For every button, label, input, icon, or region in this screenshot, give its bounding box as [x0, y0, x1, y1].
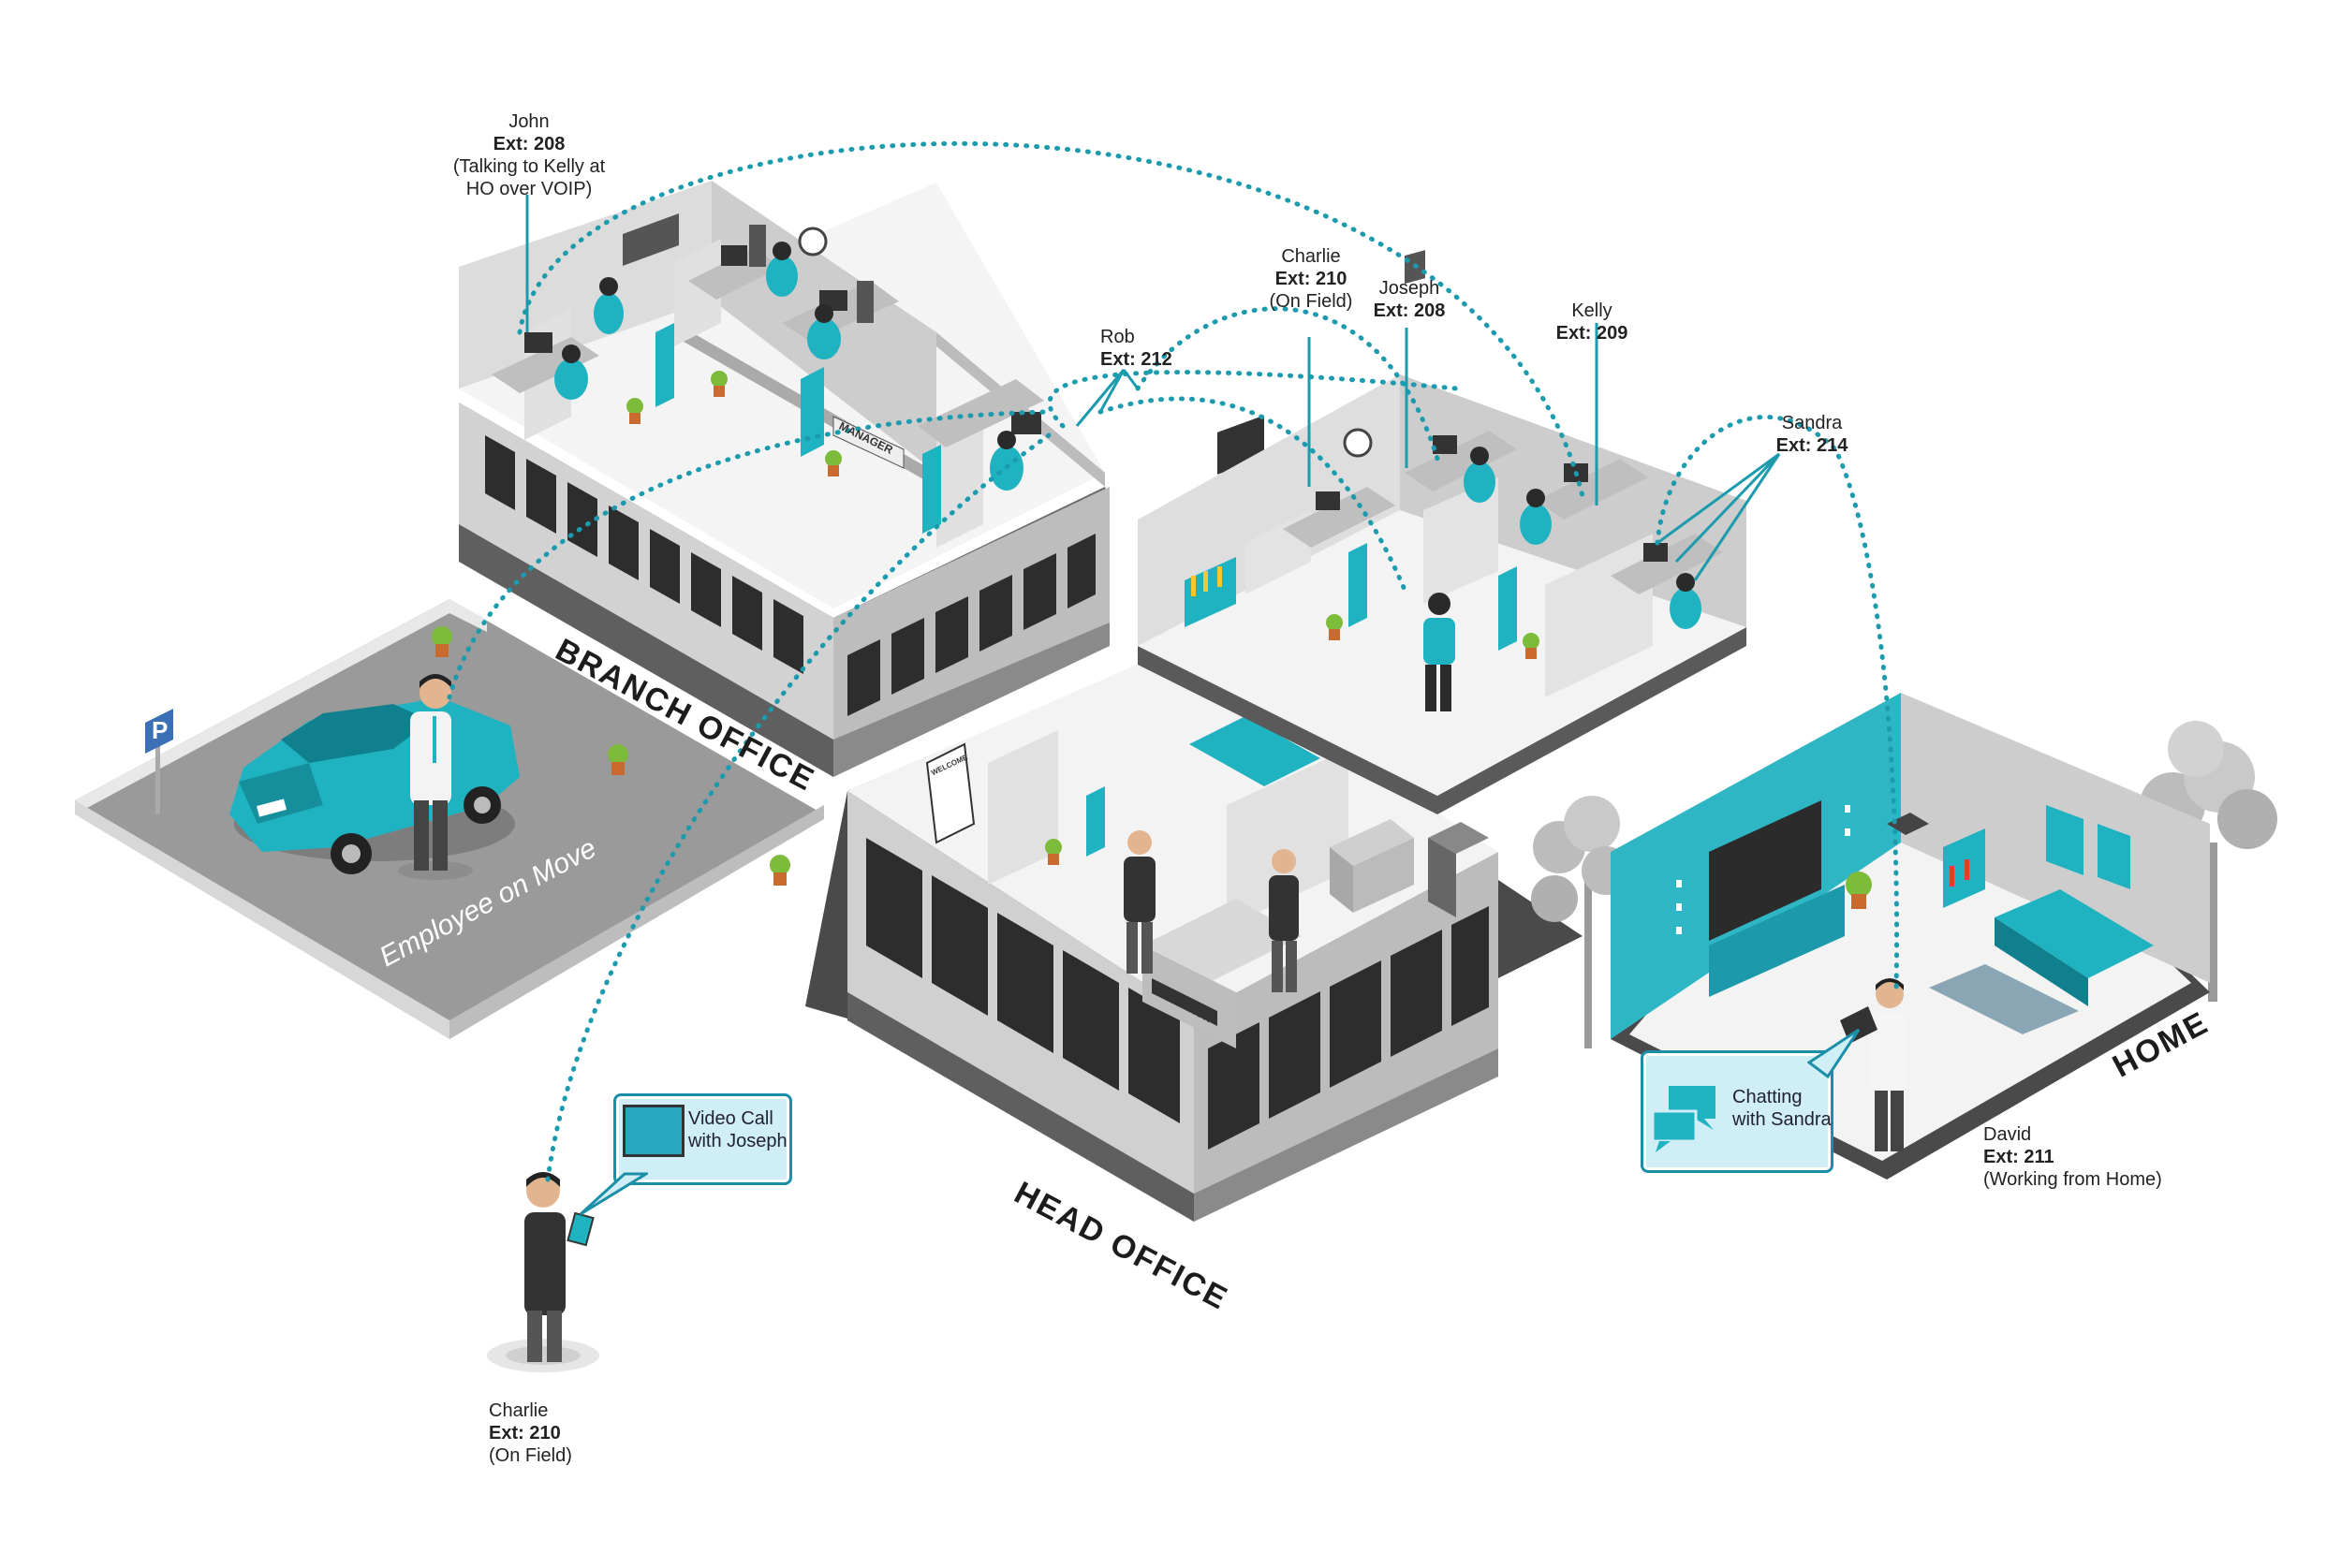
- joseph-ext: Ext: 208: [1373, 300, 1446, 321]
- charlie-top-name: Charlie: [1281, 246, 1341, 267]
- connection-lines: [447, 140, 1900, 1182]
- david-ext: Ext: 211: [1983, 1147, 2054, 1167]
- john-name: John: [508, 111, 550, 132]
- charlie-bottom-note: (On Field): [489, 1445, 572, 1466]
- parking-sign-letter: P: [152, 716, 169, 744]
- kelly-ext: Ext: 209: [1555, 323, 1628, 344]
- chat-icon: [1651, 1086, 1715, 1152]
- plant-icon: [432, 626, 452, 657]
- plant-icon: [711, 371, 728, 397]
- video-call-line1: Video Call: [688, 1108, 773, 1129]
- video-call-bubble-tail: [579, 1172, 648, 1216]
- branch-office-building: [459, 181, 1110, 777]
- joseph-name: Joseph: [1378, 278, 1440, 299]
- charlie-bottom-name: Charlie: [489, 1400, 549, 1421]
- john-note-1: (Talking to Kelly at: [452, 156, 606, 177]
- charlie-bottom-ext: Ext: 210: [489, 1423, 561, 1443]
- charlie-top-ext: Ext: 210: [1274, 269, 1347, 289]
- plant-icon: [770, 855, 790, 886]
- charlie-top-note: (On Field): [1269, 291, 1353, 312]
- leader-lines: [525, 195, 1781, 581]
- john-note-2: HO over VOIP): [465, 179, 593, 199]
- rob-ext: Ext: 212: [1100, 349, 1172, 370]
- chat-text: Chatting with Sandra: [1732, 1086, 1832, 1131]
- telephone-icon: [1887, 813, 1929, 835]
- employee-on-phone: [398, 674, 473, 880]
- joseph-label: Joseph Ext: 208: [1348, 277, 1470, 322]
- plant-icon: [608, 744, 628, 775]
- video-call-line2: with Joseph: [688, 1131, 788, 1151]
- charlie-on-field-figure: [487, 1172, 599, 1372]
- rob-name: Rob: [1100, 327, 1135, 347]
- david-label: David Ext: 211 (Working from Home): [1983, 1123, 2162, 1191]
- head-office-upper-floor: [1138, 250, 1746, 814]
- parking-lot: [75, 599, 824, 1039]
- sandra-label: Sandra Ext: 214: [1751, 412, 1873, 457]
- video-monitor-icon: [623, 1105, 685, 1157]
- sandra-name: Sandra: [1781, 413, 1843, 433]
- john-label: John Ext: 208 (Talking to Kelly at HO ov…: [426, 110, 632, 200]
- parking-sign: [145, 709, 173, 814]
- john-ext: Ext: 208: [493, 134, 566, 154]
- charlie-top-label: Charlie Ext: 210 (On Field): [1245, 245, 1377, 313]
- plant-icon: [1045, 839, 1062, 865]
- plant-icon: [1326, 614, 1343, 640]
- chat-line2: with Sandra: [1732, 1109, 1832, 1130]
- david-note: (Working from Home): [1983, 1169, 2162, 1190]
- chat-line1: Chatting: [1732, 1087, 1803, 1107]
- plant-icon: [825, 450, 842, 476]
- plant-icon: [1846, 872, 1872, 909]
- rob-label: Rob Ext: 212: [1100, 326, 1172, 371]
- plant-icon: [626, 398, 643, 424]
- david-name: David: [1983, 1124, 2032, 1145]
- sandra-ext: Ext: 214: [1775, 435, 1848, 456]
- kelly-label: Kelly Ext: 209: [1536, 300, 1648, 344]
- head-office-building: [805, 415, 1583, 1222]
- chat-bubble-tail: [1807, 1028, 1861, 1079]
- video-call-text: Video Call with Joseph: [688, 1107, 788, 1152]
- kelly-name: Kelly: [1571, 300, 1612, 321]
- home-building: [1531, 693, 2277, 1180]
- charlie-bottom-label: Charlie Ext: 210 (On Field): [489, 1399, 572, 1467]
- plant-icon: [1523, 633, 1539, 659]
